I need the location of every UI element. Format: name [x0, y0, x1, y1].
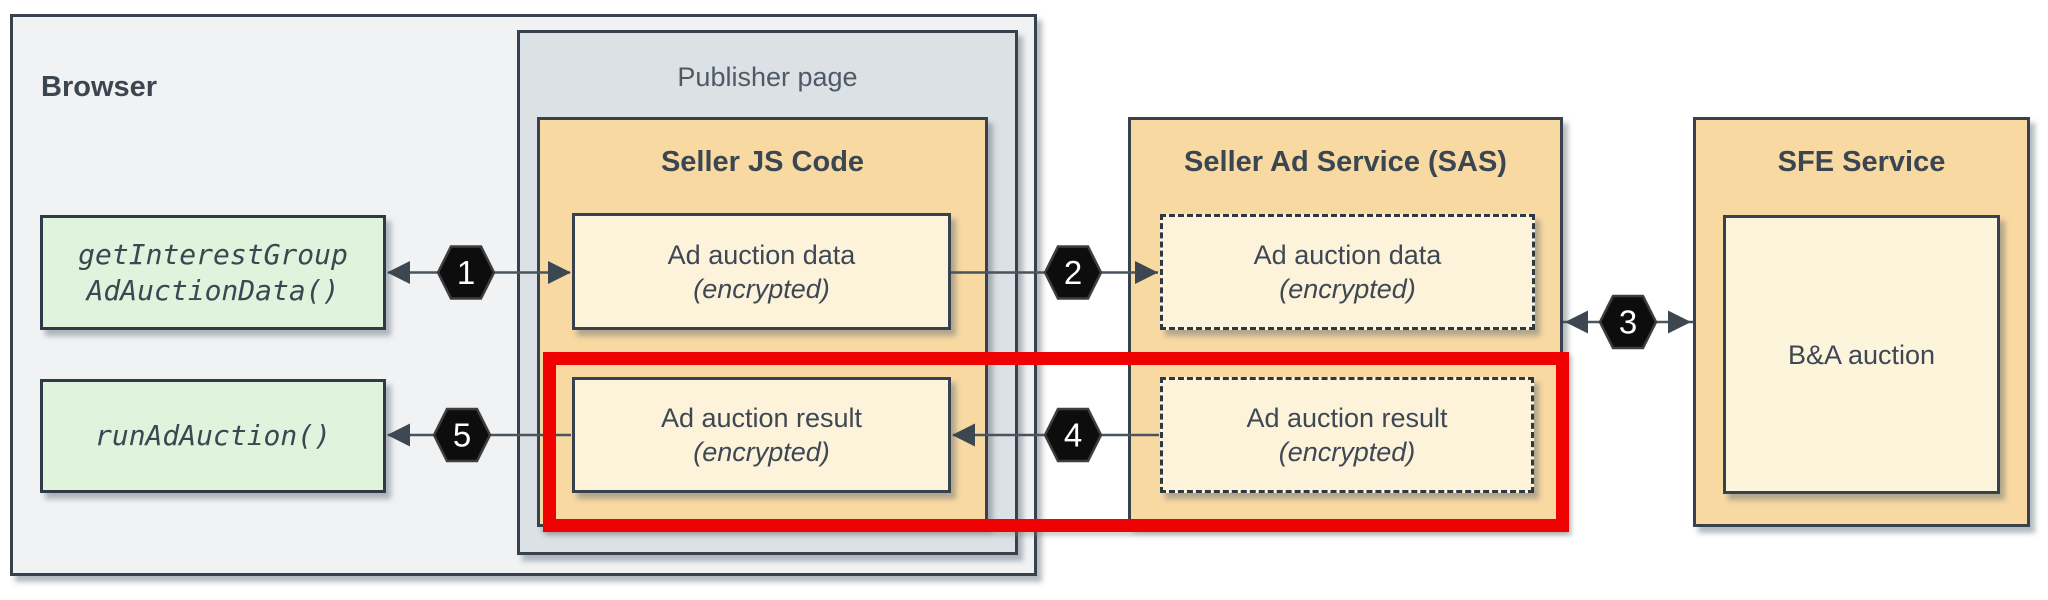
seller-ad-auction-data-box: Ad auction data (encrypted) — [572, 213, 951, 330]
step-2-hexagon-icon — [1043, 245, 1103, 300]
ba-auction-box: B&A auction — [1723, 215, 2000, 494]
arrowhead-right-icon — [1668, 310, 1691, 334]
ad-auction-result-label: Ad auction result — [660, 403, 863, 433]
sas-container: Seller Ad Service (SAS) Ad auction data … — [1128, 117, 1563, 527]
step-3-hexagon-icon — [1598, 294, 1658, 350]
sas-title: Seller Ad Service (SAS) — [1184, 146, 1507, 178]
ad-auction-data-label: Ad auction data — [667, 239, 856, 270]
seller-js-code-container: Seller JS Code Ad auction data (encrypte… — [537, 117, 988, 527]
sfe-service-container: SFE Service B&A auction — [1693, 117, 2030, 527]
encrypted-label: (encrypted) — [1278, 437, 1416, 467]
encrypted-label: (encrypted) — [1279, 274, 1416, 304]
browser-container: Browser Publisher page Seller JS Code Ad… — [10, 14, 1037, 576]
sfe-service-title: SFE Service — [1777, 146, 1946, 178]
ba-auction-label: B&A auction — [1787, 339, 1936, 370]
browser-label: Browser — [41, 71, 158, 103]
run-ad-auction-box: runAdAuction() — [40, 379, 386, 493]
get-interest-group-ad-auction-data-box: getInterestGroup AdAuctionData() — [40, 215, 386, 330]
api-code-line: runAdAuction() — [94, 419, 331, 452]
api-code-line: getInterestGroup — [78, 237, 348, 271]
encrypted-label: (encrypted) — [693, 273, 830, 304]
publisher-page-label: Publisher page — [677, 62, 858, 92]
publisher-page-container: Publisher page Seller JS Code Ad auction… — [517, 30, 1018, 555]
sas-ad-auction-data-box: Ad auction data (encrypted) — [1160, 214, 1535, 330]
encrypted-label: (encrypted) — [693, 437, 830, 467]
api-code-line: AdAuctionData() — [86, 273, 340, 307]
sas-ad-auction-result-box: Ad auction result (encrypted) — [1160, 377, 1534, 493]
seller-ad-auction-result-box: Ad auction result (encrypted) — [572, 377, 951, 493]
arrowhead-left-icon — [1565, 310, 1588, 334]
seller-js-code-title: Seller JS Code — [660, 146, 865, 178]
ad-auction-result-label: Ad auction result — [1246, 403, 1448, 433]
step-2-number: 2 — [1064, 254, 1082, 291]
ad-auction-data-label: Ad auction data — [1253, 240, 1442, 270]
highlight-rectangle — [543, 352, 1569, 532]
step-3-number: 3 — [1619, 304, 1637, 341]
